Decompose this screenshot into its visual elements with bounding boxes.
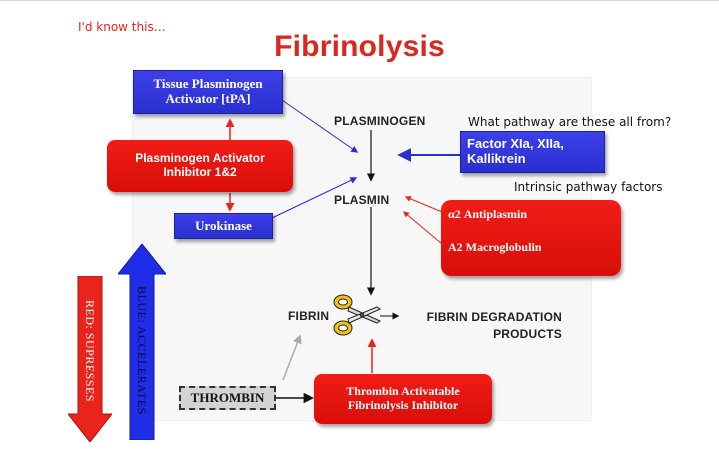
plasminogen-label: PLASMINOGEN <box>334 114 426 128</box>
tafi-label: Thrombin Activatable Fibrinolysis Inhibi… <box>346 384 460 412</box>
fdp-label: FIBRIN DEGRADATION PRODUCTS <box>402 309 562 344</box>
macroglobulin-label: A2 Macroglobulin <box>448 240 542 254</box>
macroglobulin-inhibits-arrow <box>403 211 443 245</box>
page-title: Fibrinolysis <box>274 30 445 63</box>
tafi-box: Thrombin Activatable Fibrinolysis Inhibi… <box>314 374 492 424</box>
urokinase-label: Urokinase <box>195 217 252 233</box>
suppress-arrow <box>68 276 112 442</box>
tpa-box: Tissue Plasminogen Activator [tPA] <box>133 70 283 114</box>
top-divider <box>0 0 719 1</box>
plasmin-label: PLASMIN <box>334 193 390 207</box>
tpa-label: Tissue Plasminogen Activator [tPA] <box>153 76 263 106</box>
accelerate-arrow <box>118 244 166 440</box>
antiplasmin-label: α2 Antiplasmin <box>448 207 528 221</box>
thrombin-to-fibrin-arrow <box>282 334 302 381</box>
inhibitors-box: α2 Antiplasmin A2 Macroglobulin <box>441 200 621 276</box>
suppress-legend-label: RED: SUPRESSES <box>83 300 97 403</box>
fdp-text: FIBRIN DEGRADATION PRODUCTS <box>426 310 562 342</box>
thrombin-label: THROMBIN <box>190 389 265 405</box>
fibrin-label: FIBRIN <box>288 309 330 323</box>
scissors-icon <box>333 294 382 336</box>
thrombin-box: THROMBIN <box>179 386 276 410</box>
pathway-question: What pathway are these all from? <box>468 115 672 129</box>
tpa-accelerates-arrow <box>281 99 359 153</box>
pai-box: Plasminogen Activator Inhibitor 1&2 <box>107 140 293 192</box>
accelerate-legend-label: BLUE: ACCELERATES <box>135 286 149 415</box>
top-annotation: I'd know this… <box>78 20 166 34</box>
urokinase-box: Urokinase <box>174 213 273 239</box>
pai-label: Plasminogen Activator Inhibitor 1&2 <box>135 151 265 179</box>
pathway-answer: Intrinsic pathway factors <box>514 180 663 194</box>
urokinase-accelerates-arrow <box>271 177 358 219</box>
factors-box: Factor XIa, XIIa, Kallikrein <box>460 131 605 173</box>
antiplasmin-inhibits-arrow <box>404 196 443 213</box>
factors-label: Factor XIa, XIIa, Kallikrein <box>467 136 564 166</box>
